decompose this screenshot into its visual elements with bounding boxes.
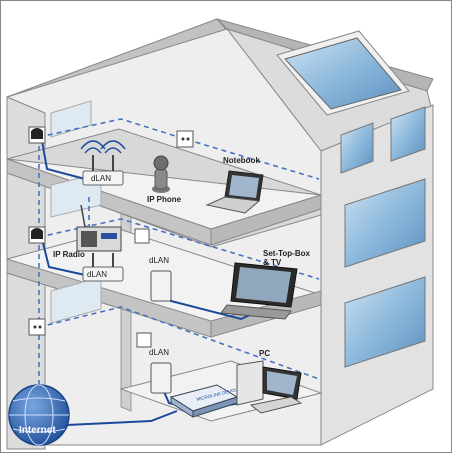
- ip-radio-icon: [76, 204, 122, 252]
- internet-label: Internet: [19, 425, 56, 436]
- pc-icon: [236, 360, 303, 414]
- settop-label: Set-Top-Box: [263, 249, 311, 258]
- house-interior: [6, 28, 323, 450]
- dlan-top-label: dLAN: [91, 174, 111, 183]
- globe-icon: [8, 384, 70, 446]
- dlan-adapter-icon: [31, 128, 43, 239]
- dlan-bottom-label: dLAN: [149, 348, 169, 357]
- tv-label: & TV: [263, 258, 282, 267]
- right-facade: [320, 104, 434, 446]
- ip-phone-label: IP Phone: [147, 195, 182, 204]
- wifi-adapter-icon: [80, 140, 126, 186]
- tv-icon: [220, 262, 298, 320]
- wifi-adapter-icon: [82, 253, 124, 282]
- notebook-label: Notebook: [223, 156, 260, 165]
- dlan-mid-left-label: dLAN: [87, 270, 107, 279]
- dlan-adapter-icon: [150, 270, 172, 302]
- pc-label: PC: [259, 349, 270, 358]
- skylight-window: [276, 30, 410, 116]
- dlan-adapter-icon: [150, 362, 172, 394]
- dlan-mid-right-label: dLAN: [149, 256, 169, 265]
- notebook-icon: [205, 170, 264, 214]
- ip-radio-label: IP Radio: [53, 250, 85, 259]
- ip-phone-icon: [152, 155, 170, 193]
